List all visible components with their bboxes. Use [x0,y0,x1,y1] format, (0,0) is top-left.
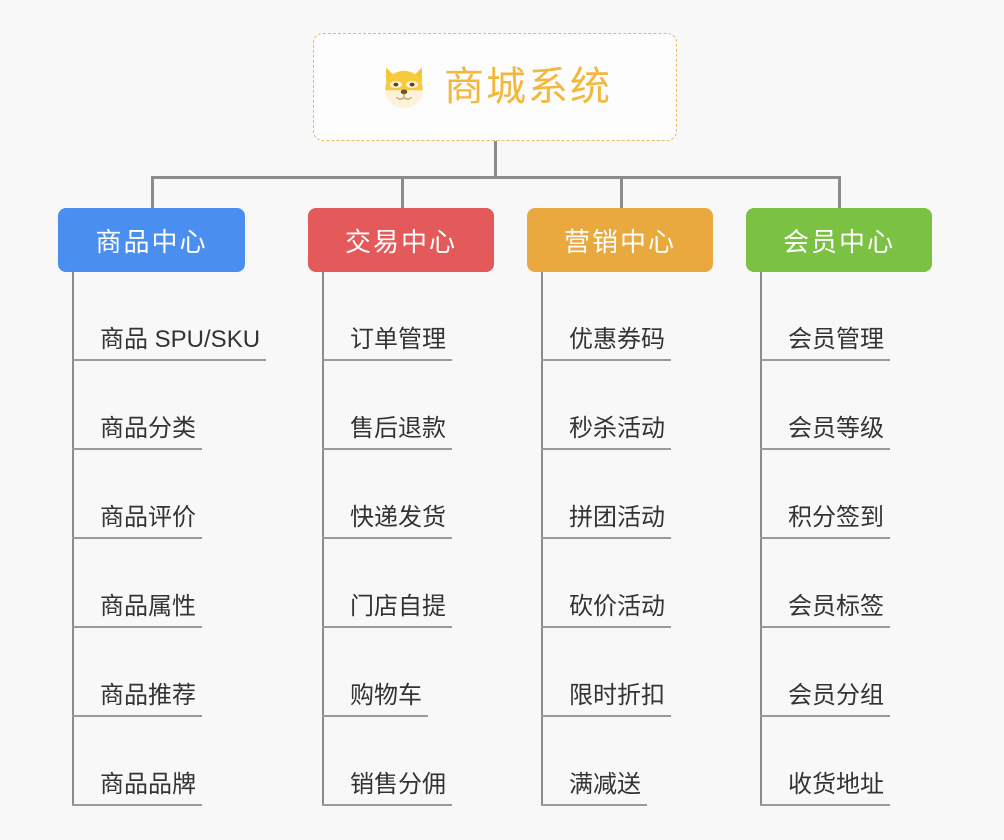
leaf-item-label: 会员等级 [760,415,890,450]
leaf-item[interactable]: 优惠券码 [541,272,671,361]
leaf-item[interactable]: 快递发货 [322,450,452,539]
leaf-item-label: 会员管理 [760,326,890,361]
shiba-dog-emoji [385,67,423,109]
leaf-item-label: 商品 SPU/SKU [72,326,267,361]
leaf-item-label: 商品品牌 [72,771,202,806]
leaf-item[interactable]: 购物车 [322,628,428,717]
connector-drop-4 [838,176,841,210]
leaf-item[interactable]: 商品分类 [72,361,202,450]
leaf-item[interactable]: 满减送 [541,717,647,806]
branch-spine [322,272,324,806]
branch-header-product-center[interactable]: 商品中心 [58,208,245,272]
branch-header-member-center[interactable]: 会员中心 [746,208,932,272]
connector-drop-1 [151,176,154,210]
leaf-item[interactable]: 拼团活动 [541,450,671,539]
leaf-item[interactable]: 销售分佣 [322,717,452,806]
leaf-item[interactable]: 秒杀活动 [541,361,671,450]
leaf-item[interactable]: 会员等级 [760,361,890,450]
leaf-item[interactable]: 商品推荐 [72,628,202,717]
leaf-item[interactable]: 商品 SPU/SKU [72,272,267,361]
branch-spine [72,272,74,806]
connector-root-stub [494,141,497,178]
leaf-item[interactable]: 商品品牌 [72,717,202,806]
leaf-item-label: 商品评价 [72,504,202,539]
leaf-item-label: 购物车 [322,682,428,717]
branch-header-marketing-center[interactable]: 营销中心 [527,208,713,272]
leaf-item-label: 快递发货 [322,504,452,539]
leaf-item-label: 限时折扣 [541,682,671,717]
leaf-item[interactable]: 售后退款 [322,361,452,450]
connector-horizontal-bus [151,176,840,179]
leaf-item-label: 商品属性 [72,593,202,628]
leaf-item[interactable]: 会员分组 [760,628,890,717]
root-node[interactable]: 商城系统 [313,33,677,141]
leaf-item-label: 会员标签 [760,593,890,628]
branch-header-trade-center[interactable]: 交易中心 [308,208,494,272]
leaf-item-label: 秒杀活动 [541,415,671,450]
leaf-item[interactable]: 会员管理 [760,272,890,361]
branch-spine [760,272,762,806]
leaf-item[interactable]: 商品属性 [72,539,202,628]
connector-drop-2 [401,176,404,210]
leaf-item-label: 门店自提 [322,593,452,628]
leaf-item-label: 拼团活动 [541,504,671,539]
leaf-item-label: 商品分类 [72,415,202,450]
leaf-item-label: 收货地址 [760,771,890,806]
leaf-item-label: 满减送 [541,771,647,806]
root-title: 商城系统 [444,65,612,109]
leaf-item[interactable]: 收货地址 [760,717,890,806]
leaf-item-label: 会员分组 [760,682,890,717]
leaf-item[interactable]: 商品评价 [72,450,202,539]
leaf-item-label: 砍价活动 [541,593,671,628]
leaf-item-label: 售后退款 [322,415,452,450]
leaf-item[interactable]: 积分签到 [760,450,890,539]
leaf-item[interactable]: 砍价活动 [541,539,671,628]
leaf-item-label: 商品推荐 [72,682,202,717]
leaf-item-label: 优惠券码 [541,326,671,361]
leaf-item-label: 积分签到 [760,504,890,539]
branch-spine [541,272,543,806]
leaf-item[interactable]: 限时折扣 [541,628,671,717]
leaf-item-label: 销售分佣 [322,771,452,806]
connector-drop-3 [620,176,623,210]
leaf-item[interactable]: 订单管理 [322,272,452,361]
leaf-item[interactable]: 会员标签 [760,539,890,628]
leaf-item-label: 订单管理 [322,326,452,361]
leaf-item[interactable]: 门店自提 [322,539,452,628]
